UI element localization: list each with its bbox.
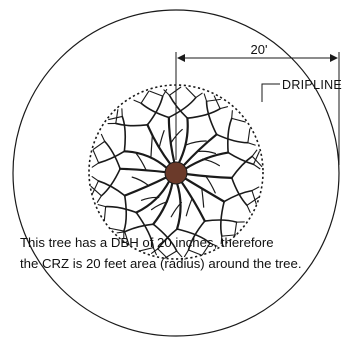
root-branch	[93, 150, 99, 163]
root-branch	[214, 96, 220, 109]
root-branch	[116, 123, 148, 125]
root-branch	[254, 164, 260, 168]
root-branch	[232, 111, 233, 119]
root-branch	[99, 151, 125, 163]
root-branch	[106, 207, 137, 213]
dripline-label: DRIPLINE	[282, 78, 342, 92]
root-branch	[92, 163, 98, 167]
root-branch	[92, 177, 98, 181]
root-branch	[197, 151, 215, 153]
root-branch	[207, 101, 217, 134]
root-branch	[101, 134, 104, 141]
caption-line-2: the CRZ is 20 feet area (radius) around …	[20, 256, 301, 271]
root-branch	[124, 196, 126, 231]
root-branch	[109, 116, 123, 119]
root-branch	[93, 141, 104, 149]
root-branch	[186, 141, 206, 145]
root-branch	[232, 118, 246, 122]
root-branch	[252, 150, 257, 156]
root-branch	[124, 151, 167, 168]
root-branch	[147, 96, 162, 125]
root-branch	[203, 159, 220, 165]
root-branch	[169, 87, 180, 95]
dripline-leader-line	[262, 84, 280, 102]
root-branch	[207, 99, 221, 101]
root-branch	[116, 110, 118, 124]
root-branch	[104, 207, 105, 221]
root-branch	[141, 91, 149, 103]
root-branch	[150, 91, 163, 96]
root-branch	[252, 187, 259, 191]
root-branch	[120, 169, 166, 172]
root-branch	[136, 154, 146, 170]
root-branch	[134, 100, 141, 103]
root-branch	[169, 117, 175, 163]
root-branch	[159, 131, 164, 149]
root-branch	[221, 202, 224, 237]
root-branch	[122, 116, 125, 151]
root-branch	[217, 134, 248, 142]
caption-line-1: This tree has a DBH of 20 inches, theref…	[20, 235, 274, 250]
root-branch	[220, 107, 227, 109]
root-branch	[248, 129, 250, 143]
root-branch	[186, 174, 232, 178]
root-branch	[202, 188, 204, 207]
root-branch	[247, 205, 250, 212]
root-branch	[228, 118, 232, 152]
root-branch	[185, 178, 225, 201]
root-branch	[196, 93, 202, 97]
root-branch	[98, 205, 105, 207]
root-branch	[151, 136, 152, 157]
radius-label: 20'	[251, 42, 268, 57]
root-branch	[204, 94, 206, 101]
root-branch	[187, 109, 220, 119]
root-branch	[186, 198, 192, 216]
tree-trunk	[165, 162, 187, 184]
root-branch	[186, 88, 196, 98]
root-branch	[189, 250, 202, 255]
root-branch	[169, 95, 187, 118]
root-branch	[248, 143, 255, 145]
root-branch	[97, 196, 101, 203]
root-branch	[125, 224, 154, 232]
root-branch	[132, 177, 149, 186]
root-branch	[185, 153, 228, 169]
root-branch	[179, 118, 188, 163]
